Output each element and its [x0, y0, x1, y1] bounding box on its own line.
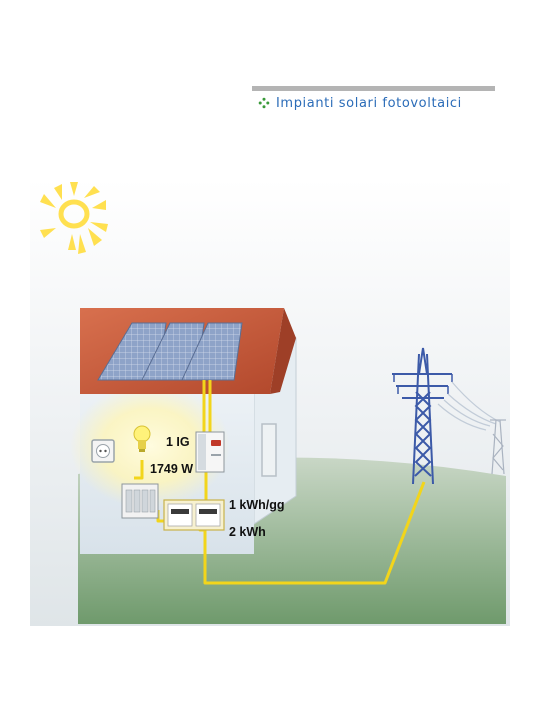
light-bulb-icon [133, 425, 151, 452]
insulators [393, 374, 453, 394]
header-divider [252, 86, 495, 91]
solar-panels [97, 322, 243, 381]
diamond-dots-icon [258, 97, 270, 109]
energy-meters [163, 499, 225, 531]
inverter [195, 431, 225, 473]
page-title: Impianti solari fotovoltaici [258, 94, 462, 112]
energy-label: 2 kWh [229, 525, 266, 539]
power-outlet-icon [91, 439, 115, 463]
power-label: 1749 W [150, 462, 193, 476]
distribution-box [121, 483, 159, 519]
window [261, 423, 277, 477]
sun-icon [40, 182, 108, 254]
distant-pylon [490, 419, 506, 475]
solar-system-diagram: 1 IG 1749 W 1 kWh/gg 2 kWh [30, 178, 510, 626]
roof-side [270, 308, 296, 394]
power-pylon-icon [392, 347, 452, 485]
interior-light-glow [70, 384, 230, 508]
page-title-text: Impianti solari fotovoltaici [276, 95, 462, 111]
daily-energy-label: 1 kWh/gg [229, 498, 285, 512]
inverter-label: 1 IG [166, 435, 190, 449]
